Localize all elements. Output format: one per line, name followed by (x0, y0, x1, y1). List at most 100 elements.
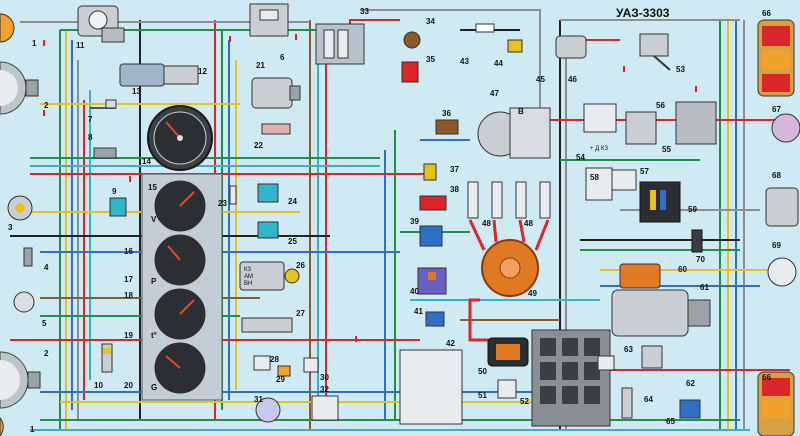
callout: 38 (450, 185, 459, 194)
callout: 70 (696, 255, 705, 264)
callout: 20 (124, 381, 133, 390)
callout-labels: 1 1 2 2 3 4 5 6 7 8 9 10 11 12 13 14 15 … (8, 7, 781, 434)
callout: 2 (44, 101, 49, 110)
callout: 64 (644, 395, 653, 404)
callout: 1 (32, 39, 37, 48)
callout: 10 (94, 381, 103, 390)
sensor-70 (691, 229, 703, 253)
relay-59 (639, 181, 681, 223)
callout: 27 (296, 309, 305, 318)
callout: 32 (320, 385, 329, 394)
callout: 44 (494, 59, 503, 68)
relay-51 (497, 379, 517, 399)
callout: 69 (772, 241, 781, 250)
switch-37 (423, 163, 437, 181)
callout: 58 (590, 173, 599, 182)
alternator-terminal: B (518, 107, 524, 116)
switch-25 (257, 221, 279, 239)
ignition-mark-kz: КЗ (244, 267, 251, 273)
regulator-42 (399, 349, 463, 425)
switch-41 (425, 311, 445, 327)
fuse-43 (475, 23, 495, 33)
callout: 4 (44, 263, 49, 272)
callout: 62 (686, 379, 695, 388)
switch-62 (641, 345, 663, 369)
callout: 35 (426, 55, 435, 64)
callout: 11 (76, 41, 85, 50)
callout: 61 (700, 283, 709, 292)
left-front-light-bottom (0, 417, 4, 436)
relay-35 (401, 61, 419, 83)
callout: 43 (460, 57, 469, 66)
switch-63 (597, 355, 615, 371)
repeater-5 (13, 291, 35, 313)
left-front-light-top (0, 13, 15, 43)
callout: 63 (624, 345, 633, 354)
switch-22 (261, 123, 291, 135)
gauge-letter: G (151, 383, 157, 392)
washer-12 (119, 63, 199, 87)
sensor-38 (419, 195, 447, 211)
callout: 66 (762, 373, 771, 382)
callout: 36 (442, 109, 451, 118)
callout: 60 (678, 265, 687, 274)
callout: 22 (254, 141, 263, 150)
fuse-box-52 (531, 329, 611, 427)
sensor-4 (23, 247, 33, 267)
regulator-terminals: + Д КЗ (590, 146, 608, 152)
relay-32 (311, 395, 339, 421)
alternator-47 (477, 107, 551, 159)
callout: 47 (490, 89, 499, 98)
gauge-oil-pressure (153, 233, 207, 287)
lamp-69 (767, 257, 797, 287)
gauge-letter: t° (151, 331, 157, 340)
callout: 49 (528, 289, 537, 298)
callout: 33 (360, 7, 369, 16)
gauge-fuel (153, 341, 207, 395)
callout: 9 (112, 187, 117, 196)
callout: 40 (410, 287, 419, 296)
gauge-voltmeter (153, 179, 207, 233)
ignition-coil-50 (487, 337, 529, 367)
gauge-letter: V (151, 215, 157, 224)
lamp-7 (90, 99, 117, 109)
callout: 46 (568, 75, 577, 84)
relay-21 (251, 77, 301, 109)
switch-29 (277, 365, 291, 377)
callout: 67 (772, 105, 781, 114)
spark-plugs-48 (467, 181, 551, 219)
sensor-39 (419, 225, 443, 247)
relay-56 (675, 101, 717, 145)
lamp-68 (765, 187, 799, 227)
callout: 48 (524, 219, 533, 228)
sensor-40 (417, 267, 447, 295)
sound-signal-3 (7, 195, 33, 221)
callout: 53 (676, 65, 685, 74)
heater-switch-6 (249, 3, 289, 37)
callout: 19 (124, 331, 133, 340)
ignition-mark-vn: ВН (244, 281, 252, 287)
callout: 1 (30, 425, 35, 434)
lamp-31 (255, 397, 281, 423)
callout: 25 (288, 237, 297, 246)
switch-9 (109, 197, 127, 217)
relay-55 (625, 111, 657, 145)
left-headlamp-bottom (0, 351, 41, 409)
callout: 5 (42, 319, 47, 328)
switch-27 (241, 317, 293, 333)
lamp-8 (93, 147, 117, 159)
callout: 54 (576, 153, 585, 162)
starter-61 (611, 289, 711, 337)
regulator-54 (583, 103, 617, 133)
callout: 3 (8, 223, 13, 232)
sensor-10 (101, 343, 113, 373)
callout: 8 (88, 133, 93, 142)
callout: 39 (410, 217, 419, 226)
callout: 41 (414, 307, 423, 316)
callout: 51 (478, 391, 487, 400)
rear-light-66-bottom (757, 371, 795, 436)
callout: 28 (270, 355, 279, 364)
gauge-letter: P (151, 277, 157, 286)
wire (360, 9, 541, 110)
